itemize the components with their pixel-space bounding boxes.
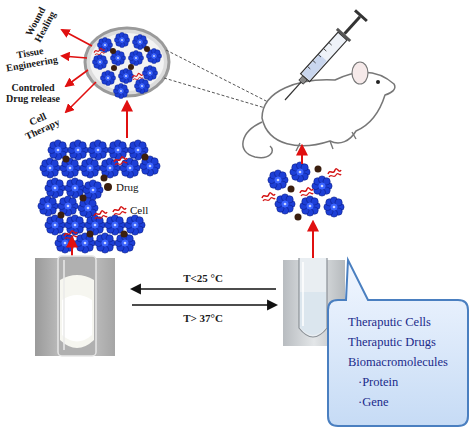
mouse [243, 62, 395, 158]
temperature-label: T> 37°C [183, 313, 223, 324]
gel-network [38, 140, 160, 253]
callout-item: Theraputic Cells [328, 312, 468, 332]
cell-legend-sample [113, 207, 126, 215]
process-arrows [72, 102, 313, 258]
legend-item: Cell [130, 204, 148, 216]
gel-tube-photo [35, 256, 115, 356]
callout-bubble: Theraputic CellsTheraputic DrugsBiomacro… [328, 300, 468, 426]
callout-item: Biomacromolecules [328, 352, 468, 372]
callout-item: ·Gene [328, 392, 468, 412]
legend-text: Drug [116, 181, 139, 193]
transition-arrows [132, 289, 276, 305]
legend-text: Cell [130, 204, 148, 216]
application-arrows [62, 30, 96, 112]
legend-item: Drug [104, 181, 139, 193]
callout-item: ·Protein [328, 372, 468, 392]
callout-item: Theraputic Drugs [328, 332, 468, 352]
legend-swatch [104, 183, 112, 191]
dispersed-micelles [262, 162, 344, 221]
syringe [278, 9, 368, 107]
application-label: Wound Healing [19, 0, 60, 49]
application-label: Cell Therapy [15, 105, 64, 144]
petri-dish [85, 28, 169, 99]
temperature-label: T<25 °C [183, 273, 223, 284]
zoom-lines [164, 50, 272, 110]
application-label: Controled Drug release [1, 82, 65, 104]
application-label: Tissue Engineering [0, 42, 62, 74]
